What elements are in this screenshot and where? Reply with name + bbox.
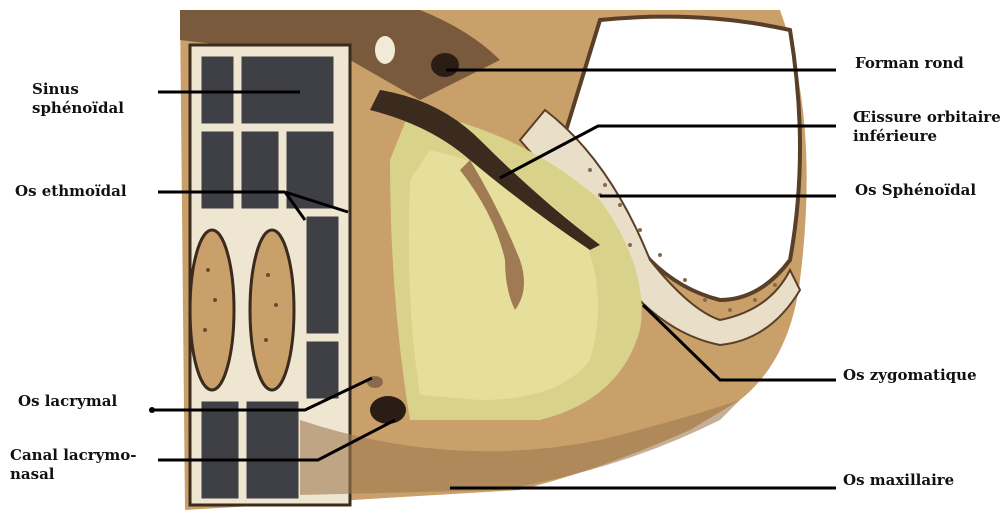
label-canal-lacrymonasal: Canal lacrymo- nasal (10, 446, 136, 484)
label-os-maxillaire: Os maxillaire (843, 471, 954, 490)
label-os-zygomatique: Os zygomatique (843, 366, 977, 385)
label-os-ethmoidal: Os ethmoïdal (15, 182, 127, 201)
label-os-lacrymal: Os lacrymal (18, 392, 117, 411)
label-forman-rond: Forman rond (855, 54, 964, 73)
label-os-sphenoidal: Os Sphénoïdal (855, 181, 976, 200)
label-fissure-orbitaire: Œissure orbitaire inférieure (853, 108, 1000, 146)
skull-illustration (180, 10, 807, 510)
leader-os-lacrymal-dot (149, 407, 155, 413)
label-sinus-sphenoidal: Sinus sphénoïdal (32, 80, 124, 118)
